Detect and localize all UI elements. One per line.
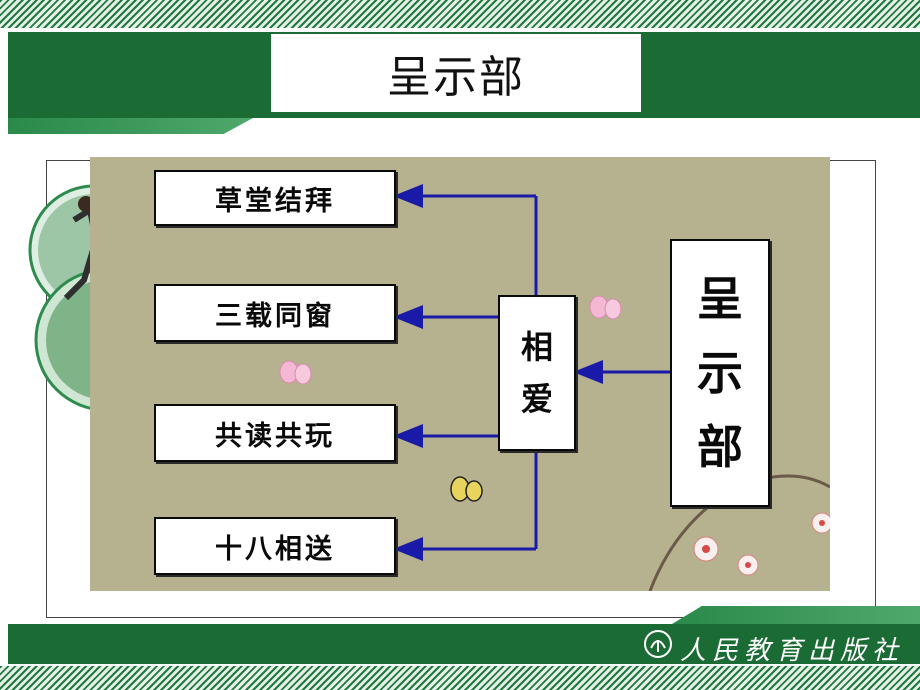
- flower-icon: [693, 512, 830, 576]
- main-box-char: 部: [697, 420, 743, 474]
- footer-accent: [672, 606, 920, 624]
- item-box-1: 草堂结拜: [154, 170, 396, 226]
- middle-box: 相 爱: [498, 295, 576, 451]
- item-box-2: 三载同窗: [154, 284, 396, 342]
- bottom-decorative-stripe: [0, 666, 920, 690]
- item-box-4: 十八相送: [154, 517, 396, 575]
- top-decorative-stripe: [0, 0, 920, 28]
- butterfly-icon: [279, 360, 312, 385]
- header-accent: [8, 118, 253, 134]
- middle-box-char: 爱: [520, 380, 553, 418]
- main-box: 呈 示 部: [670, 239, 770, 507]
- diagram-panel: 草堂结拜 三载同窗 共读共玩 十八相送 相 爱 呈 示 部: [90, 157, 830, 591]
- butterfly-icon: [450, 476, 483, 502]
- butterfly-icon: [589, 295, 622, 320]
- title-box: 呈示部: [271, 34, 641, 112]
- diagram-connectors: [279, 184, 830, 591]
- main-box-char: 示: [697, 346, 743, 400]
- item-box-3: 共读共玩: [154, 404, 396, 462]
- publisher-logo-icon: [644, 630, 672, 658]
- publisher-name: 人民教育出版社: [680, 636, 905, 666]
- slide-title: 呈示部: [387, 52, 525, 103]
- middle-box-char: 相: [520, 328, 553, 366]
- main-box-char: 呈: [697, 272, 743, 326]
- footer-band: [8, 624, 920, 664]
